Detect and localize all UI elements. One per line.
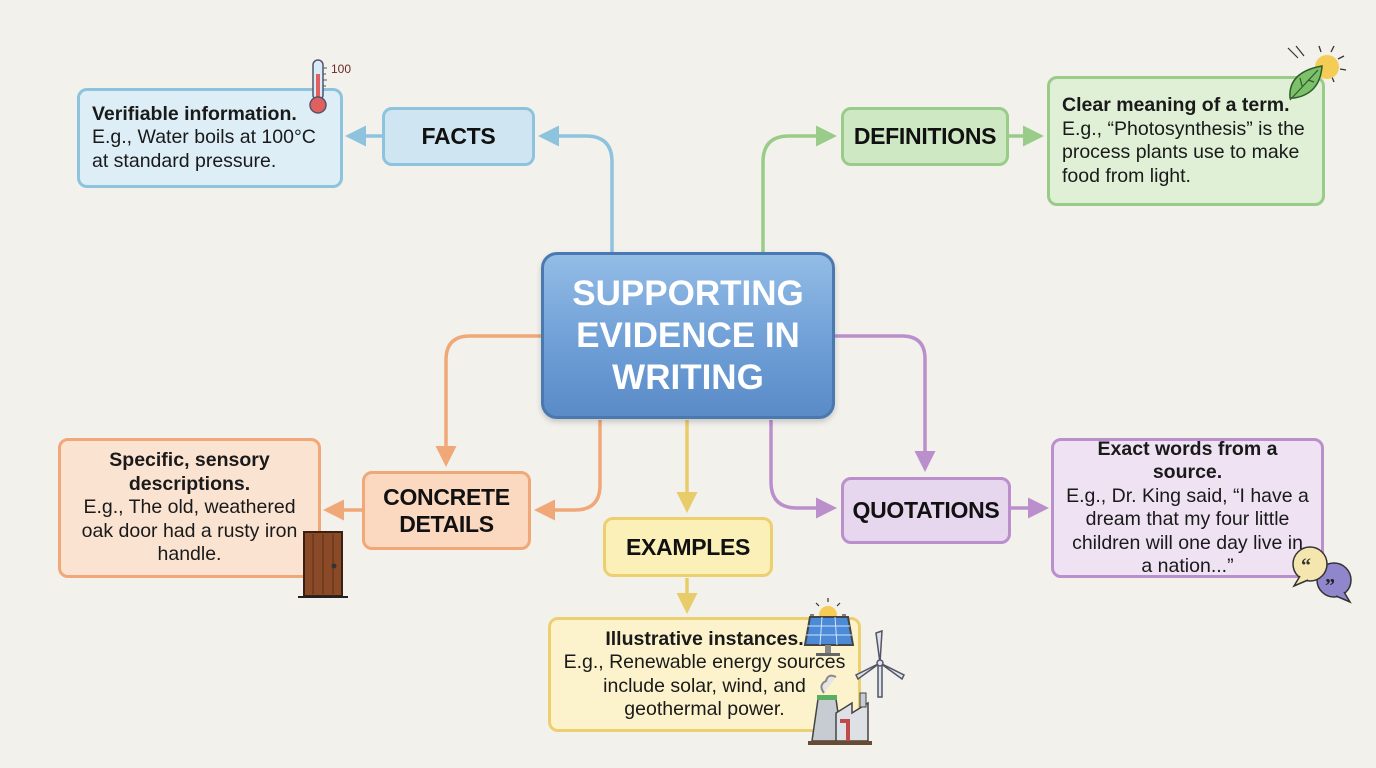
- link-center-quotations-2: [769, 420, 837, 519]
- link-center-facts: [538, 125, 614, 252]
- node-quotations[interactable]: QUOTATIONS: [841, 477, 1011, 544]
- link-center-concrete-1: [435, 334, 541, 467]
- solar-panel-icon: [803, 598, 855, 656]
- svg-text:“: “: [1301, 555, 1311, 577]
- node-examples[interactable]: EXAMPLES: [603, 517, 773, 577]
- node-facts[interactable]: FACTS: [382, 107, 535, 166]
- renewable-energy-icon: [803, 598, 906, 745]
- link-center-concrete-2: [534, 420, 602, 521]
- wind-turbine-icon: [854, 629, 906, 698]
- detail-quotations: Exact words from a source.E.g., Dr. King…: [1051, 438, 1324, 578]
- central-topic-title: SUPPORTING EVIDENCE IN WRITING: [572, 273, 804, 397]
- door-icon: [298, 531, 348, 598]
- detail-facts: Verifiable information.E.g., Water boils…: [77, 88, 343, 188]
- svg-text:”: ”: [1325, 575, 1335, 597]
- node-concrete-details[interactable]: CONCRETE DETAILS: [362, 471, 531, 550]
- node-definitions[interactable]: DEFINITIONS: [841, 107, 1009, 166]
- thermometer-icon: 100: [309, 59, 351, 114]
- link-center-definitions: [761, 125, 837, 252]
- detail-definitions: Clear meaning of a term.E.g., “Photosynt…: [1047, 76, 1325, 206]
- leaf-sun-icon: [1287, 45, 1347, 101]
- detail-concrete-details: Specific, sensory descriptions.E.g., The…: [58, 438, 321, 578]
- link-center-quotations-1: [835, 334, 936, 472]
- svg-text:100: 100: [331, 62, 351, 76]
- geothermal-plant-icon: [808, 674, 872, 745]
- central-topic: SUPPORTING EVIDENCE IN WRITING: [541, 252, 835, 419]
- quote-bubbles-icon: “ ”: [1292, 546, 1352, 604]
